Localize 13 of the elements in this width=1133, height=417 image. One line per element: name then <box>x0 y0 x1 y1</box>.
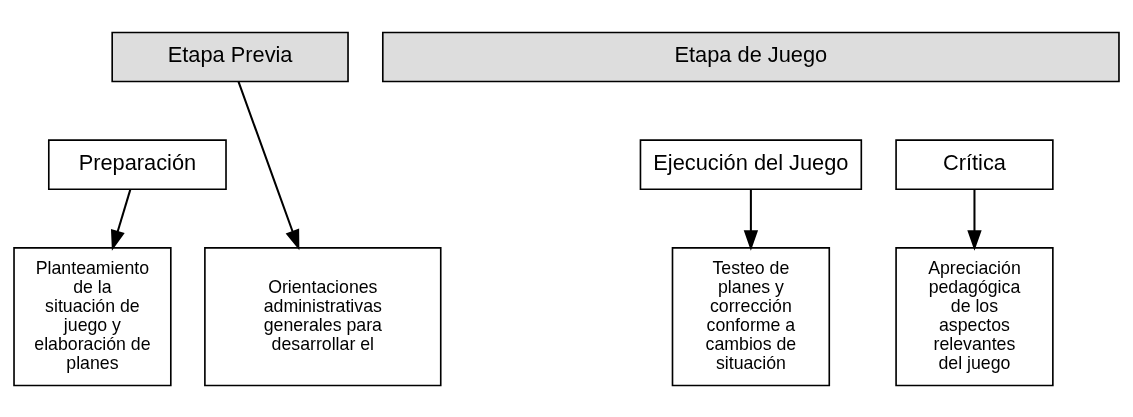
arrow <box>743 188 759 251</box>
node-box: Testeo de planes y corrección conforme a cambios de situación <box>671 246 831 386</box>
node-box: Preparación <box>47 138 227 190</box>
node-box: Crítica <box>895 138 1054 190</box>
node-box: Etapa de Juego <box>382 31 1120 82</box>
node-box: Apreciación pedagógica de los aspectos relevantes del juego <box>895 246 1054 386</box>
arrow <box>110 188 132 251</box>
node-box: Planteamiento de la situación de juego y elaboración de planes <box>13 246 172 386</box>
node-box: Orientaciones administrativas generales para desarrollar el <box>204 246 442 386</box>
arrow <box>967 188 982 251</box>
arrow <box>237 80 300 250</box>
node-box: Etapa Previa <box>111 31 349 82</box>
node-box: Ejecución del Juego <box>639 138 863 190</box>
